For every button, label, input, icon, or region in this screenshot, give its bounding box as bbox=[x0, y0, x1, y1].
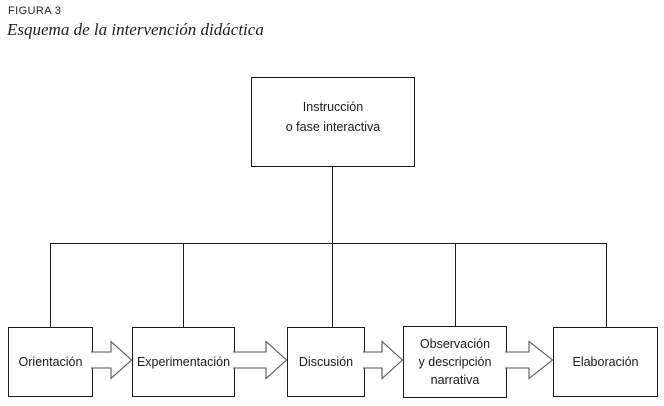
figure-title: Esquema de la intervención didáctica bbox=[7, 20, 264, 39]
block-arrow-right-icon bbox=[91, 340, 133, 380]
block-arrow-right-icon bbox=[233, 340, 288, 380]
connector-drop-4 bbox=[455, 243, 456, 326]
node-orientacion: Orientación bbox=[8, 327, 93, 397]
node-observacion: Observación y descripción narrativa bbox=[403, 326, 507, 398]
figure-label: FIGURA 3 bbox=[8, 5, 62, 17]
node-discusion: Discusión bbox=[287, 327, 365, 397]
connector-stem bbox=[332, 167, 333, 243]
connector-horizontal bbox=[50, 243, 607, 244]
node-elaboracion-label: Elaboración bbox=[572, 355, 639, 369]
connector-drop-2 bbox=[183, 243, 184, 327]
connector-drop-5 bbox=[606, 243, 607, 327]
node-instruccion-label: Instrucción o fase interactiva bbox=[285, 100, 381, 134]
connector-drop-1 bbox=[50, 243, 51, 327]
node-experimentacion-label: Experimentación bbox=[136, 355, 231, 369]
node-orientacion-label: Orientación bbox=[18, 355, 83, 369]
block-arrow-right-icon bbox=[505, 340, 554, 380]
node-instruccion: Instrucción o fase interactiva bbox=[251, 77, 415, 167]
node-observacion-label: Observación y descripción narrativa bbox=[418, 337, 492, 387]
node-elaboracion: Elaboración bbox=[553, 327, 658, 397]
node-discusion-label: Discusión bbox=[298, 355, 354, 369]
block-arrow-right-icon bbox=[363, 340, 404, 380]
connector-drop-3 bbox=[332, 243, 333, 327]
node-experimentacion: Experimentación bbox=[132, 327, 235, 397]
